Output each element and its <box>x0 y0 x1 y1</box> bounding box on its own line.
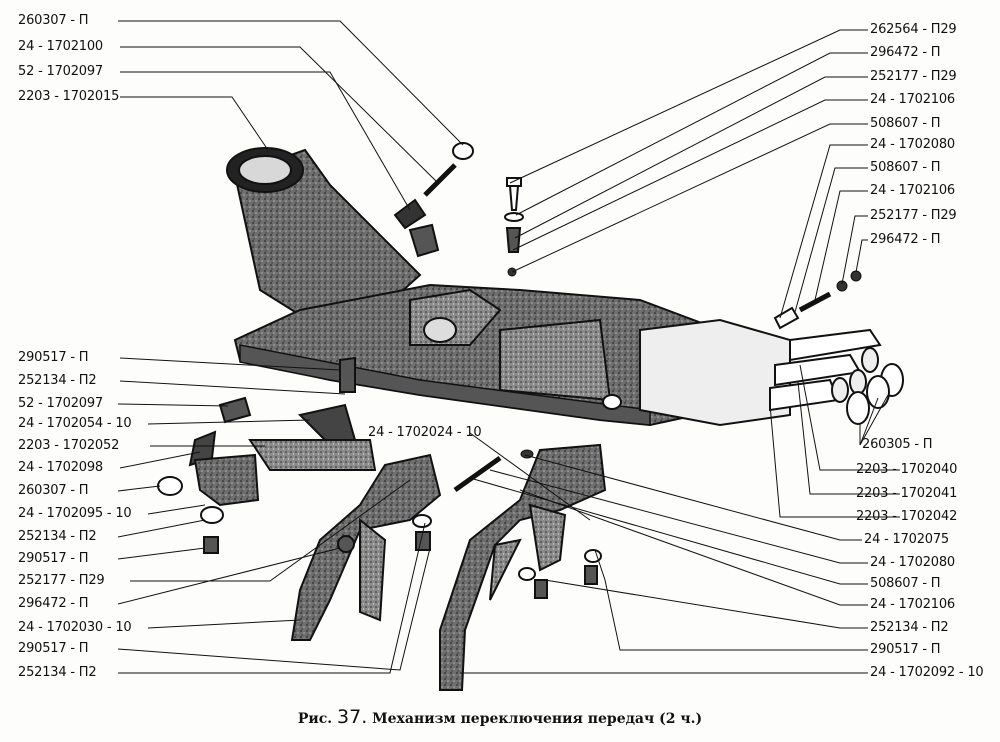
callout-right: 2203 - 1702042 <box>856 509 958 524</box>
callout-left: 24 - 1702030 - 10 <box>18 620 132 635</box>
callout-right: 262564 - П29 <box>870 22 957 37</box>
callout-left: 2203 - 1702015 <box>18 89 120 104</box>
callout-right: 508607 - П <box>870 576 941 591</box>
callout-right: 508607 - П <box>870 116 941 131</box>
callout-left: 260307 - П <box>18 483 89 498</box>
callout-left: 252134 - П2 <box>18 529 97 544</box>
caption-title: Механизм переключения передач (2 ч.) <box>372 711 703 727</box>
callout-left: 24 - 1702100 <box>18 39 103 54</box>
callout-right: 24 - 1702080 <box>870 137 955 152</box>
callout-right: 260305 - П <box>862 437 933 452</box>
callout-right: 24 - 1702106 <box>870 183 955 198</box>
callout-left: 290517 - П <box>18 641 89 656</box>
callout-right: 252134 - П2 <box>870 620 949 635</box>
callout-left: 24 - 1702095 - 10 <box>18 506 132 521</box>
callout-left: 52 - 1702097 <box>18 64 103 79</box>
callout-left: 290517 - П <box>18 551 89 566</box>
callout-left: 52 - 1702097 <box>18 396 103 411</box>
callout-right: 24 - 1702075 <box>864 532 949 547</box>
shift-fork-left <box>290 453 502 641</box>
small-parts-top <box>393 142 862 330</box>
callout-right: 252177 - П29 <box>870 69 957 84</box>
callout-left: 2203 - 1702052 <box>18 438 120 453</box>
callout-right: 296472 - П <box>870 232 941 247</box>
callout-left: 252177 - П29 <box>18 573 105 588</box>
callout-right: 2203 - 1702041 <box>856 486 958 501</box>
callout-right: 296472 - П <box>870 45 941 60</box>
callout-right: 2203 - 1702040 <box>856 462 958 477</box>
callout-right: 24 - 1702106 <box>870 92 955 107</box>
caption-number: 37. <box>337 706 368 728</box>
leader-lines <box>117 20 900 674</box>
caption-prefix: Рис. <box>297 711 333 727</box>
callout-left: 296472 - П <box>18 596 89 611</box>
callout-left: 260307 - П <box>18 13 89 28</box>
callout-left: 24 - 1702098 <box>18 460 103 475</box>
callout-center: 24 - 1702024 - 10 <box>368 425 482 440</box>
callout-left: 24 - 1702054 - 10 <box>18 416 132 431</box>
figure-caption: Рис. 37. Механизм переключения передач (… <box>0 706 1000 728</box>
callout-right: 290517 - П <box>870 642 941 657</box>
callout-right: 24 - 1702080 <box>870 555 955 570</box>
callout-right: 24 - 1702092 - 10 <box>870 665 984 680</box>
plugs-260305 <box>846 363 904 425</box>
shift-housing <box>226 147 882 427</box>
callout-left: 252134 - П2 <box>18 665 97 680</box>
callout-left: 252134 - П2 <box>18 373 97 388</box>
callout-left: 290517 - П <box>18 350 89 365</box>
callout-right: 252177 - П29 <box>870 208 957 223</box>
callout-right: 24 - 1702106 <box>870 597 955 612</box>
callout-right: 508607 - П <box>870 160 941 175</box>
